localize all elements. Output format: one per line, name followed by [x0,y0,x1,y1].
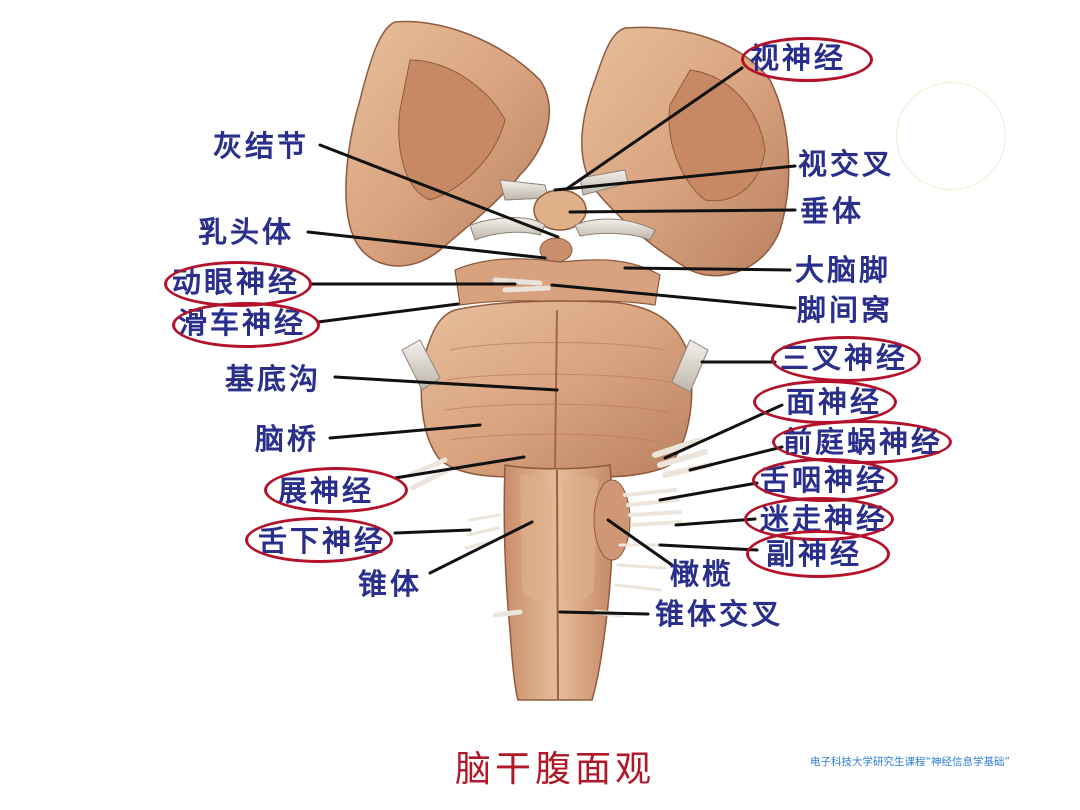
anterior-median-fissure [556,469,559,701]
oculomotor-rootlets [492,277,551,293]
optic-tract-right [574,218,656,241]
label-pyramid: 锥体 [358,567,423,601]
olive-shape [593,479,631,561]
highlight-vestibulocochlear-nerve [772,420,952,464]
label-cerebral-peduncle: 大脑脚 [795,253,892,287]
highlight-abducens-nerve [264,467,408,513]
hypoglossal-roots [464,513,502,550]
left-vestibular-roots [407,457,451,491]
highlight-hypoglossal-nerve [245,517,393,563]
label-gray-tubercle: 灰结节 [213,129,310,163]
label-hypophysis: 垂体 [800,194,865,228]
label-basilar-sulcus: 基底沟 [225,362,322,396]
label-optic-chiasm: 视交叉 [798,147,895,181]
slide-title: 脑干腹面观 [455,749,656,790]
leader-lines [306,66,797,616]
peduncle-shape [454,258,661,306]
highlight-oculomotor-nerve [164,261,312,307]
left-cut-surface [398,59,506,201]
highlight-accessory-nerve [746,530,890,578]
trigeminal-left-shape [401,339,441,391]
highlight-glossopharyngeal-nerve [752,458,898,502]
accessory-roots [614,543,670,592]
highlight-trigeminal-nerve [771,336,921,382]
label-pyramidal-decussation: 锥体交叉 [655,597,784,631]
highlight-optic-nerve [741,37,873,82]
decorative-circle [896,82,1006,190]
glossopharyngeal-vagus-roots [623,488,682,527]
highlight-trochlear-nerve [172,302,320,348]
label-interpeduncular-fossa: 脚间窝 [797,293,894,327]
pyramid-right-shape [562,476,598,602]
label-olive: 橄榄 [670,557,735,591]
label-pons: 脑桥 [255,422,320,456]
trigeminal-right-shape [671,339,709,393]
pyramid-left-shape [520,475,552,602]
label-mammillary-body: 乳头体 [198,215,295,249]
course-footer: 电子科技大学研究生课程“神经信息学基础” [810,756,1010,768]
highlight-facial-nerve [753,380,897,424]
